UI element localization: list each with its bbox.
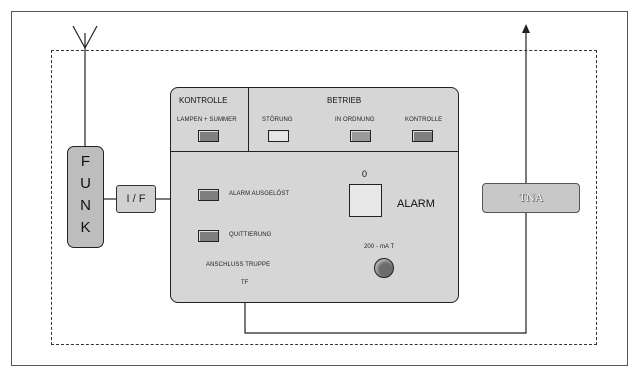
lampen-summer-label: LAMPEN + SUMMER <box>177 117 237 123</box>
antenna-icon <box>72 25 98 146</box>
kontrolle-label: KONTROLLE <box>405 117 443 123</box>
panel-divider-horizontal <box>170 151 459 152</box>
funk-letter: U <box>80 175 91 192</box>
interface-box: I / F <box>116 185 156 213</box>
stoerung-lamp <box>268 130 289 142</box>
stoerung-label: STÖRUNG <box>262 117 293 123</box>
fuse-label: 200 - mA T <box>364 244 395 250</box>
alarm-ausgeloest-label: ALARM AUSGELÖST <box>229 191 290 197</box>
anschluss-truppe-label: ANSCHLUSS TRUPPE <box>206 262 271 268</box>
tf-label: TF <box>241 280 249 286</box>
kontrolle-button[interactable] <box>412 130 433 142</box>
tna-box: TNA <box>482 183 580 213</box>
fuse-holder[interactable] <box>374 258 394 278</box>
kontrolle-header: KONTROLLE <box>179 96 228 105</box>
alarm-key-switch[interactable] <box>349 184 382 217</box>
system-boundary <box>51 50 597 345</box>
in-ordnung-lamp <box>350 130 371 142</box>
arrow-up-icon <box>522 24 530 33</box>
funk-unit: F U N K <box>67 146 104 248</box>
alarm-label: ALARM <box>397 198 435 210</box>
lampen-summer-button[interactable] <box>198 130 219 142</box>
funk-letter: K <box>80 219 91 236</box>
funk-letter: N <box>80 197 91 214</box>
quittierung-label: QUITTIERUNG <box>229 232 272 238</box>
in-ordnung-label: IN ORDNUNG <box>335 117 375 123</box>
outer-frame <box>11 11 628 366</box>
betrieb-header: BETRIEB <box>327 96 362 105</box>
panel-divider-vertical <box>248 88 249 151</box>
funk-letter: F <box>80 153 91 170</box>
key-zero-label: 0 <box>362 169 368 179</box>
alarm-ausgeloest-lamp <box>198 189 219 201</box>
quittierung-button[interactable] <box>198 230 219 242</box>
